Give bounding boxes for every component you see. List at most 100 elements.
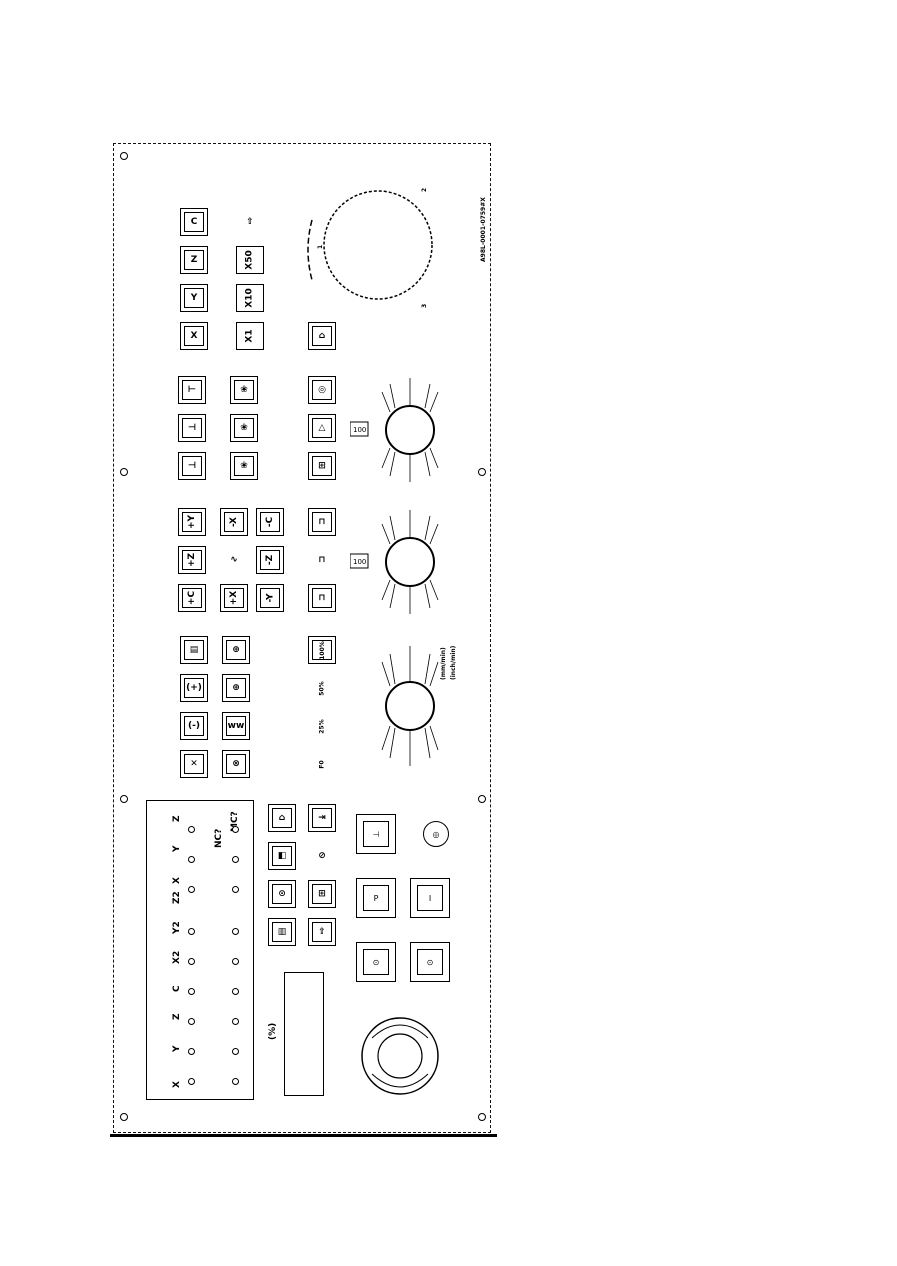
tool-key-4[interactable]: ⊗ <box>222 750 250 778</box>
spindle-stop-key[interactable]: ⊞ <box>308 452 336 480</box>
feed-key-4[interactable]: ✕ <box>180 750 208 778</box>
axis-c-key[interactable]: C <box>180 208 208 236</box>
jog-plus-y-key[interactable]: +Y <box>178 508 206 536</box>
coolant-key-2[interactable]: ❀ <box>230 414 258 442</box>
feed-unit-mm: (mm/min) <box>440 647 447 680</box>
indicator-led <box>188 826 195 833</box>
program-button[interactable]: ⊙ <box>356 942 396 982</box>
indicator-led <box>188 856 195 863</box>
multiplier-x1-key[interactable]: X1 <box>236 322 264 350</box>
tool-key-2[interactable]: ⊕ <box>222 674 250 702</box>
origin-key[interactable]: ⌂ <box>308 322 336 350</box>
tool-key-1[interactable]: ⊕ <box>222 636 250 664</box>
gauge-percent-label: (%) <box>268 1022 278 1040</box>
cycle-key-1[interactable]: ⌂ <box>268 804 296 832</box>
indicator-led <box>232 886 239 893</box>
cycle-start-button[interactable]: ⊣ <box>356 814 396 854</box>
screw-icon <box>120 795 128 803</box>
percent-gauge <box>284 972 324 1096</box>
reset-button[interactable]: I <box>410 878 450 918</box>
spindle-ccw-key[interactable]: △ <box>308 414 336 442</box>
indicator-led <box>188 1048 195 1055</box>
spindle-center-value: 100 <box>353 426 366 434</box>
feed-key-1[interactable]: ▤ <box>180 636 208 664</box>
indicator-axis-x2: X2 <box>172 950 182 964</box>
mode-key-2[interactable]: ⊣ <box>178 414 206 442</box>
override-center-value: 100 <box>353 558 366 566</box>
feedrate-dial[interactable] <box>350 636 450 776</box>
jog-plus-c-key[interactable]: +C <box>178 584 206 612</box>
rapid-key[interactable]: ∿ <box>220 546 248 574</box>
cycle-key-4[interactable]: ▥ <box>268 918 296 946</box>
indicator-axis-z2: Z2 <box>172 891 182 904</box>
spindle-override-dial[interactable]: 100 <box>350 372 450 488</box>
screw-icon <box>120 1113 128 1121</box>
operator-panel <box>113 143 491 1133</box>
jog-minus-y-key[interactable]: -Y <box>256 584 284 612</box>
indicator-axis-z-ref: Z <box>172 815 182 822</box>
jog-plus-z-key[interactable]: +Z <box>178 546 206 574</box>
rapid-25-key[interactable]: 25% <box>308 712 336 740</box>
indicator-axis-x-ref: X <box>172 877 182 884</box>
handwheel-dial[interactable] <box>296 180 446 320</box>
override-key-1[interactable]: ⊓ <box>308 508 336 536</box>
jog-plus-x-key[interactable]: +X <box>220 584 248 612</box>
screw-icon <box>478 795 486 803</box>
indicator-block <box>146 800 254 1100</box>
jog-minus-z-key[interactable]: -Z <box>256 546 284 574</box>
multiplier-x50-key[interactable]: X50 <box>236 246 264 274</box>
dial-mark-1: 1 <box>317 244 324 249</box>
indicator-led <box>188 886 195 893</box>
handle-icon[interactable]: ⇧ <box>236 208 264 236</box>
part-number: A98L-0001-0759#X <box>480 197 487 262</box>
emergency-stop-button[interactable] <box>352 1008 448 1104</box>
indicator-axis-y-ref: Y <box>172 845 182 852</box>
rapid-f0-key[interactable]: F0 <box>308 750 336 778</box>
feed-key-3[interactable]: (-) <box>180 712 208 740</box>
multiplier-x10-key[interactable]: X10 <box>236 284 264 312</box>
indicator-axis-x: X <box>172 1081 182 1088</box>
screw-icon <box>478 468 486 476</box>
indicator-axis-y: Y <box>172 1045 182 1052</box>
cycle-key-3[interactable]: ⊙ <box>268 880 296 908</box>
dial-mark-2: 2 <box>421 187 428 192</box>
indicator-led <box>232 988 239 995</box>
indicator-nc: NC? <box>214 828 224 848</box>
axis-y-key[interactable]: Y <box>180 284 208 312</box>
jog-minus-c-key[interactable]: -C <box>256 508 284 536</box>
axis-x-key[interactable]: X <box>180 322 208 350</box>
override-key-3[interactable]: ⊓ <box>308 584 336 612</box>
power-button[interactable]: ⊙ <box>410 942 450 982</box>
feed-override-dial[interactable]: 100 <box>350 504 450 620</box>
override-key-2[interactable]: ⊓ <box>308 546 336 574</box>
cycle-key-2[interactable]: ◧ <box>268 842 296 870</box>
mode-key-3[interactable]: ⊢ <box>178 376 206 404</box>
cycle-key-5[interactable]: ⇥ <box>308 804 336 832</box>
key-switch[interactable]: ◎ <box>416 814 456 854</box>
mode-key-1[interactable]: ⊣ <box>178 452 206 480</box>
indicator-led <box>188 928 195 935</box>
feed-unit-inch: (inch/min) <box>450 645 457 680</box>
panel-baseline <box>110 1134 497 1137</box>
axis-z-key[interactable]: Z <box>180 246 208 274</box>
rapid-100-key[interactable]: 100% <box>308 636 336 664</box>
indicator-led <box>232 1078 239 1085</box>
indicator-axis-y2: Y2 <box>172 921 182 934</box>
cycle-key-6[interactable]: ⊘ <box>308 842 336 870</box>
indicator-led <box>232 1018 239 1025</box>
coolant-key-3[interactable]: ❀ <box>230 376 258 404</box>
screw-icon <box>120 152 128 160</box>
feed-key-2[interactable]: (+) <box>180 674 208 702</box>
jog-minus-x-key[interactable]: -X <box>220 508 248 536</box>
coolant-key-1[interactable]: ❀ <box>230 452 258 480</box>
feed-hold-button[interactable]: P <box>356 878 396 918</box>
screw-icon <box>120 468 128 476</box>
cycle-key-7[interactable]: ⊞ <box>308 880 336 908</box>
indicator-led <box>188 958 195 965</box>
screw-icon <box>478 1113 486 1121</box>
indicator-led <box>232 856 239 863</box>
rapid-50-key[interactable]: 50% <box>308 674 336 702</box>
tool-key-3[interactable]: ww <box>222 712 250 740</box>
cycle-key-8[interactable]: ⇪ <box>308 918 336 946</box>
spindle-cw-key[interactable]: ◎ <box>308 376 336 404</box>
